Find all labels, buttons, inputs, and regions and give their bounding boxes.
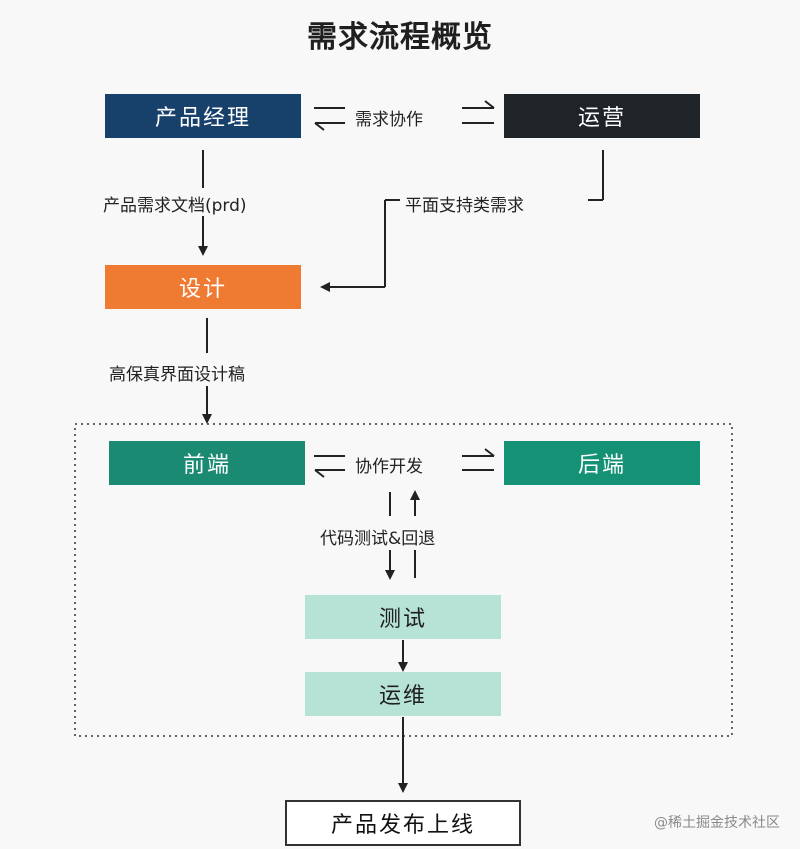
fe-be-harpoons [314,448,495,478]
node-release: 产品发布上线 [285,800,521,846]
node-label: 运维 [378,684,427,709]
edge-label-design-dev: 高保真界面设计稿 [109,360,245,385]
pm-ops-harpoons [314,100,495,131]
node-label: 产品经理 [154,106,251,131]
edge-label-fe-be: 协作开发 [355,452,423,477]
node-label: 运营 [577,106,626,131]
node-label: 测试 [378,607,427,632]
node-devops: 运维 [305,672,501,716]
node-label: 前端 [182,453,231,478]
edge-label-pm-design: 产品需求文档(prd) [103,191,247,216]
edge-label-ops-design: 平面支持类需求 [405,191,524,216]
node-label: 产品发布上线 [330,813,475,838]
node-backend: 后端 [504,441,700,485]
diagram-title: 需求流程概览 [307,20,493,55]
watermark-text: @稀土掘金技术社区 [654,815,780,831]
node-testing: 测试 [305,595,501,639]
edge-label-pm-ops: 需求协作 [355,105,423,130]
node-product-manager: 产品经理 [105,94,301,138]
edge-label-dev-test: 代码测试&回退 [320,524,436,549]
node-label: 设计 [178,277,227,302]
ops-design-arrow [320,150,604,292]
node-design: 设计 [105,265,301,309]
node-frontend: 前端 [109,441,305,485]
dev-test-arrows [385,490,420,580]
node-operations: 运营 [504,94,700,138]
node-label: 后端 [577,453,626,478]
